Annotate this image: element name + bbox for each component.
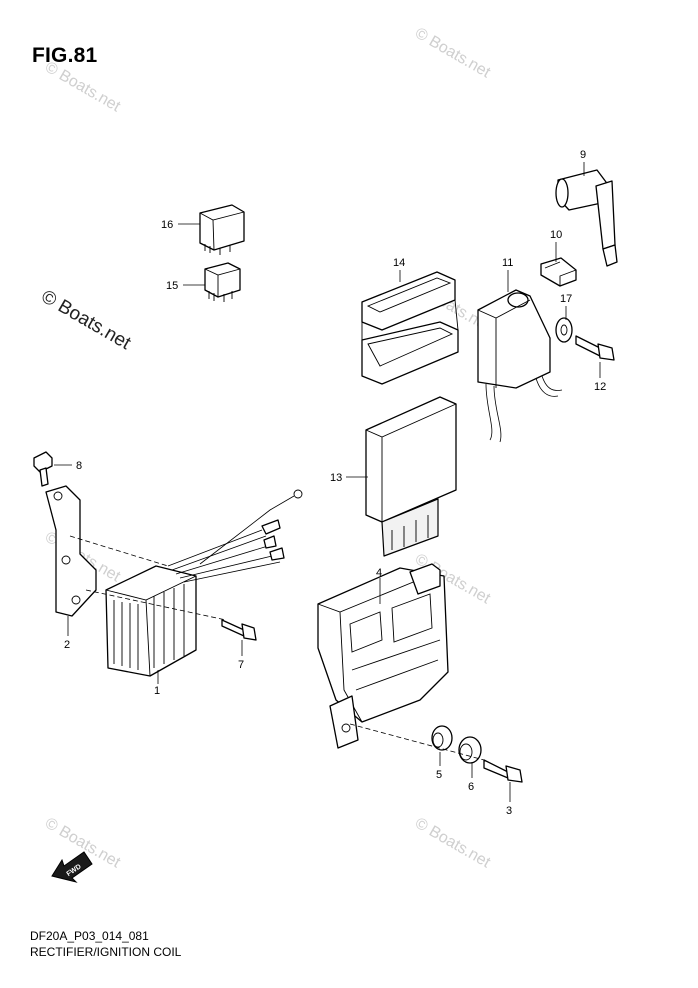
- watermark: © Boats.net: [42, 59, 124, 116]
- bolt-7: [221, 619, 257, 641]
- callout-1: 1: [154, 685, 160, 697]
- callout-13: 13: [330, 472, 342, 484]
- callout-6: 6: [468, 781, 474, 793]
- bolt-8: [33, 451, 53, 487]
- holder-4: [317, 563, 449, 749]
- callout-10: 10: [550, 229, 562, 241]
- diagram-caption: RECTIFIER/IGNITION COIL: [30, 945, 182, 959]
- callout-2: 2: [64, 639, 70, 651]
- diagram-code: DF20A_P03_014_081: [30, 929, 149, 943]
- figure-title: FIG.81: [32, 44, 98, 67]
- callout-5: 5: [436, 769, 442, 781]
- callout-8: 8: [76, 460, 82, 472]
- bolt-12: [575, 335, 615, 361]
- callout-11: 11: [502, 257, 513, 269]
- watermark: © Boats.net: [412, 25, 494, 82]
- bolt-3: [483, 759, 523, 783]
- leader-lines: [54, 162, 601, 802]
- callout-16: 16: [161, 219, 173, 231]
- clip-10: [540, 257, 577, 287]
- ignition-coil-11: [477, 289, 563, 443]
- collar-6: [458, 736, 482, 764]
- cover-14: [361, 271, 459, 385]
- callout-14: 14: [393, 257, 405, 269]
- plug-cap-9: [555, 169, 618, 267]
- callout-3: 3: [506, 805, 512, 817]
- callout-12: 12: [594, 381, 606, 393]
- relay-15: [204, 262, 241, 302]
- relay-16: [199, 204, 245, 255]
- assembly-lines: [69, 535, 485, 761]
- callout-numbers: 1 2 3 4 5 6 7 8 9 10 11 12 13 14 15 16 1…: [64, 149, 606, 817]
- ecm-13: [365, 396, 457, 557]
- rectifier-1: [105, 489, 303, 677]
- bracket-2: [45, 485, 97, 617]
- callout-15: 15: [166, 280, 178, 292]
- callout-17: 17: [560, 293, 572, 305]
- watermark-dark: © Boats.net: [38, 286, 135, 354]
- watermark: © Boats.net: [412, 815, 494, 872]
- callout-9: 9: [580, 149, 586, 161]
- grommet-5: [431, 725, 453, 751]
- callout-4: 4: [376, 567, 382, 579]
- washer-17: [555, 317, 573, 343]
- callout-7: 7: [238, 659, 244, 671]
- fwd-arrow-icon: FWD: [51, 851, 93, 883]
